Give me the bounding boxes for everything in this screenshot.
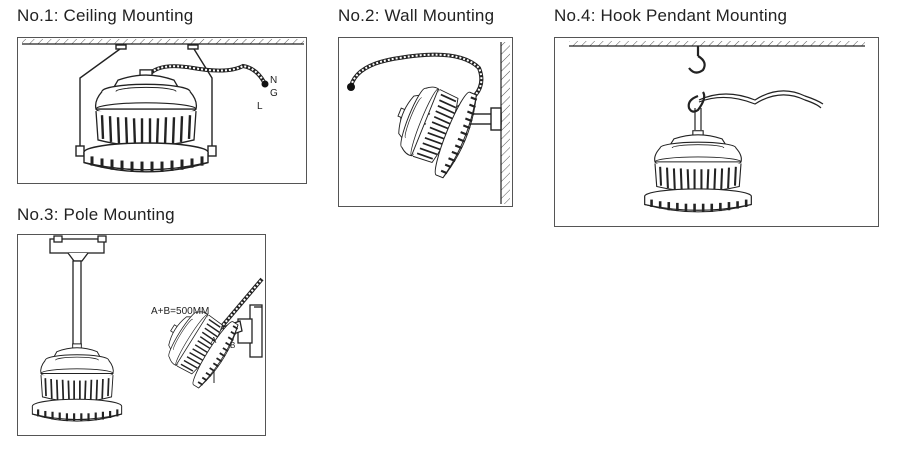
pole-mounting-diagram: [31, 235, 264, 423]
ufo-high-bay-light-icon: [381, 69, 484, 182]
wire-label-n: N: [270, 75, 278, 86]
hatched-ceiling-icon: [22, 39, 304, 45]
part-label-a: A: [211, 336, 217, 345]
hook-icon: [687, 46, 706, 113]
cable-end-icon: [261, 80, 269, 88]
pole-bracket-icon: [49, 235, 107, 346]
hatched-wall-icon: [500, 42, 510, 204]
ufo-high-bay-light-icon: [82, 68, 210, 174]
wall-mounting-panel: [338, 37, 513, 207]
hatched-ceiling-icon: [569, 41, 865, 47]
ceiling-mounting-title: No.1: Ceiling Mounting: [17, 6, 194, 25]
ufo-high-bay-light-icon: [31, 342, 123, 423]
pole-mounting-panel: A+B=500MM A B: [17, 234, 266, 436]
ceiling-mounting-panel: N G L: [17, 37, 307, 184]
ceiling-mounting-diagram: [22, 39, 304, 174]
pole-mounting-title: No.3: Pole Mounting: [17, 205, 175, 224]
wire-label-g: G: [270, 88, 278, 99]
hook-pendant-mounting-diagram: [569, 41, 865, 214]
ufo-high-bay-light-icon: [643, 129, 753, 214]
dimension-note: A+B=500MM: [151, 306, 210, 317]
wall-mounting-title: No.2: Wall Mounting: [338, 6, 495, 25]
hook-pendant-mounting-title: No.4: Hook Pendant Mounting: [554, 6, 788, 25]
u-bracket-icon: [75, 44, 217, 157]
suspension-cable-icon: [694, 90, 824, 130]
wall-mounting-diagram: [347, 42, 510, 204]
part-label-b: B: [230, 341, 236, 350]
cable-end-icon: [347, 83, 355, 91]
hook-pendant-mounting-panel: [554, 37, 879, 227]
wire-label-l: L: [257, 101, 263, 112]
